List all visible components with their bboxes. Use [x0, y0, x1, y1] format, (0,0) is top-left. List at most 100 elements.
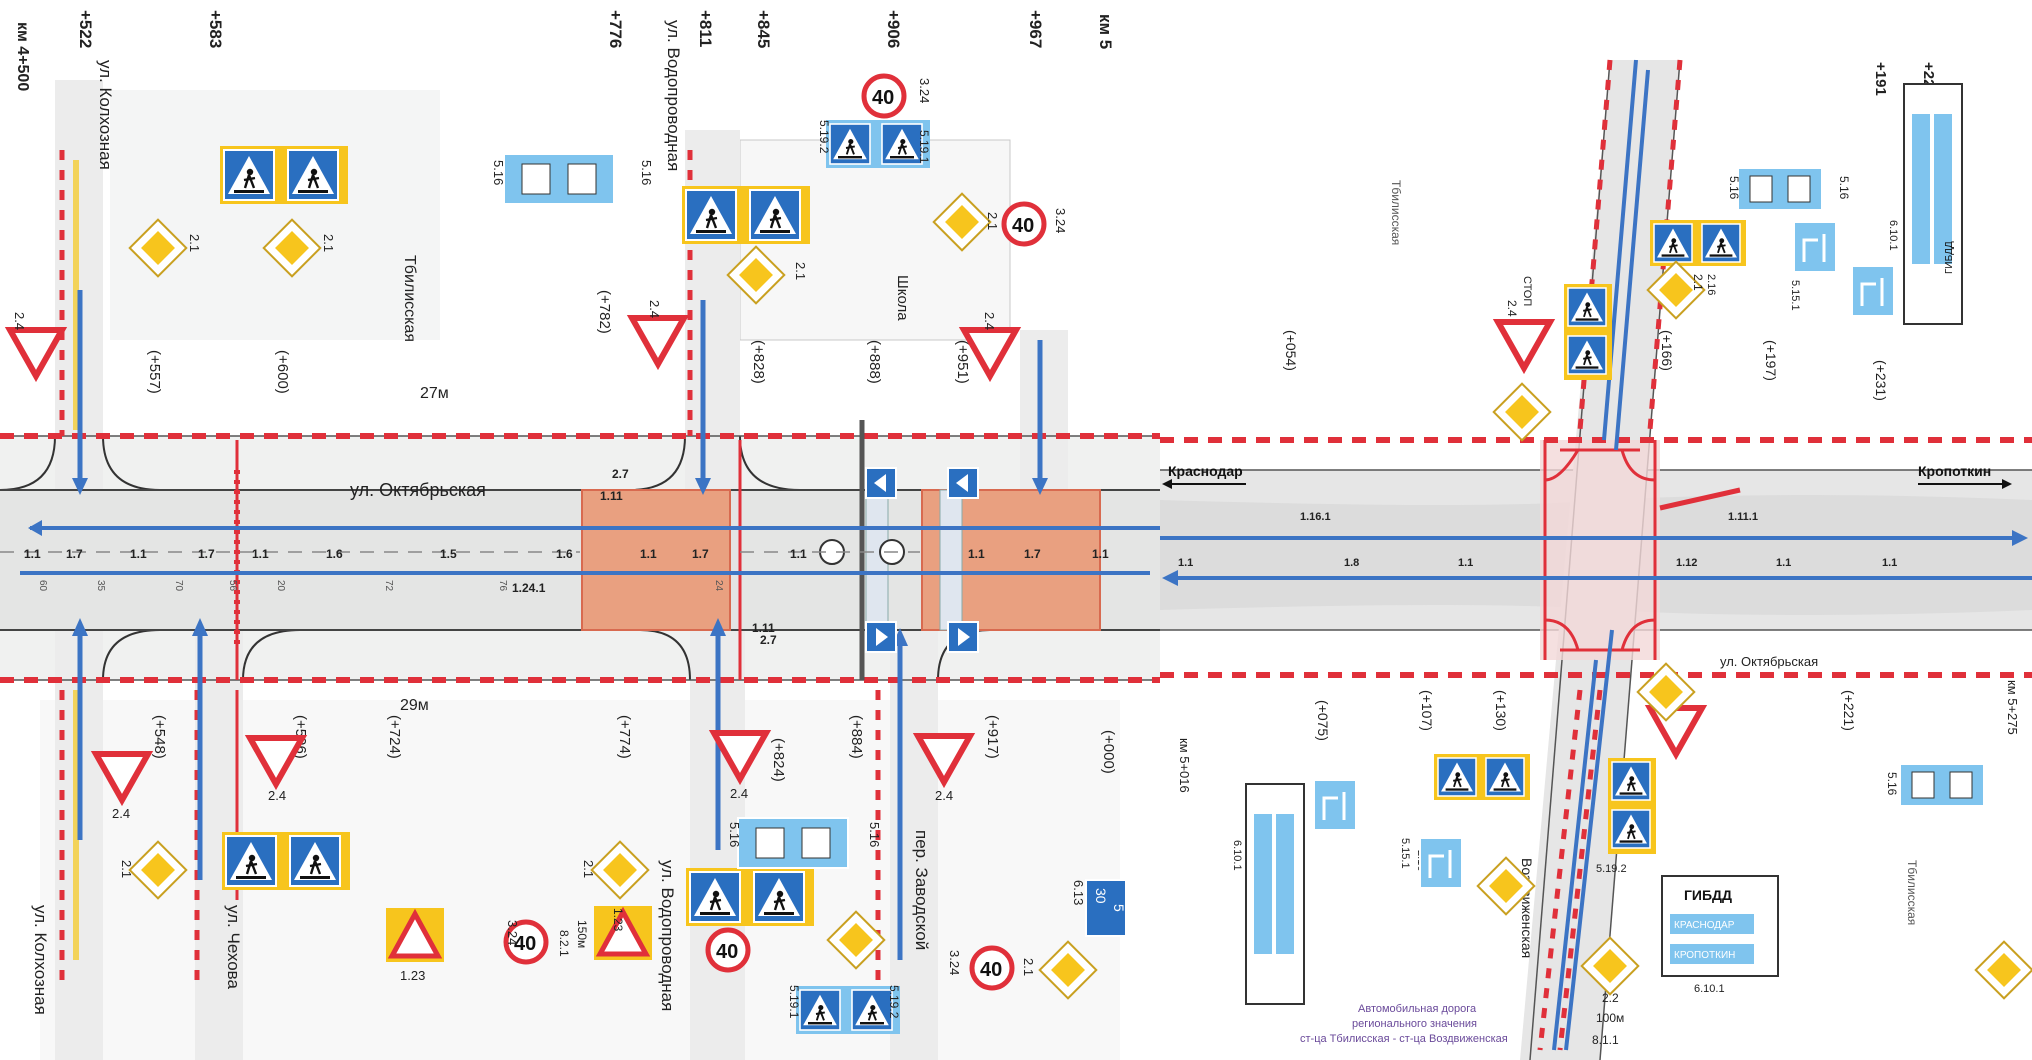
- tick-label: 76: [497, 580, 508, 592]
- pedestrian-crossing-sign: [686, 868, 814, 926]
- svg-text:40: 40: [980, 959, 1002, 981]
- station-label-above: (+231): [1873, 360, 1889, 401]
- marking-label: 1.1: [968, 547, 985, 561]
- main-street-label: ул. Октябрьская: [350, 480, 486, 500]
- lane-direction-sign: [1851, 265, 1895, 317]
- tick-label: 20: [275, 580, 286, 592]
- marking-label: 1.11: [752, 621, 775, 635]
- area-label-tbilisskaya: Тбилисская: [401, 255, 418, 342]
- km-plate: 305: [1085, 879, 1127, 937]
- station-label-top: +906: [884, 10, 903, 48]
- tick-label: 24: [713, 580, 724, 592]
- sign-code-3-24: 3.24: [917, 78, 932, 103]
- sign-code-5-16: 5.16: [491, 160, 506, 185]
- road-title-line-3: ст-ца Тбилисская - ст-ца Воздвиженская: [1300, 1033, 1508, 1045]
- sign-code-2-1: 2.1: [985, 212, 1000, 230]
- sign-code-2-1: 2.1: [1021, 958, 1036, 976]
- sign-code-1-23: 1.23: [611, 908, 625, 932]
- station-label-below: (+774): [616, 715, 633, 759]
- station-label-below: (+824): [770, 738, 787, 782]
- station-label-above: (+828): [750, 340, 767, 384]
- marking-label: 1.1: [24, 547, 41, 561]
- station-label-above: (+888): [866, 340, 883, 384]
- street-kolkhoznaya-bottom: ул. Колхозная: [31, 905, 50, 1015]
- street-chekhova: ул. Чехова: [224, 905, 243, 990]
- tick-label: 56: [227, 580, 238, 592]
- pedestrian-crossing-sign: [1650, 220, 1746, 266]
- marking-label: 1.7: [692, 547, 709, 561]
- sign-code-2-4: 2.4: [982, 312, 997, 330]
- marking-label: 1.1: [252, 547, 269, 561]
- sign-code-6-10-1: 6.10.1: [1231, 840, 1243, 871]
- speed-limit-sign: 40: [1004, 204, 1044, 244]
- tick-label: 70: [173, 580, 184, 592]
- station-label-below: (+107): [1419, 690, 1435, 731]
- svg-text:30: 30: [1093, 888, 1109, 904]
- sign-code-5-19-2: 5.19.2: [817, 120, 831, 154]
- km-start-label: км 4+500: [14, 22, 31, 91]
- svg-text:40: 40: [716, 941, 738, 963]
- sign-code-2-4: 2.4: [1505, 300, 1519, 317]
- station-label-above: (+951): [954, 340, 971, 384]
- stop-sign-text: СТОП: [1521, 276, 1533, 306]
- main-street-label-right: ул. Октябрьская: [1720, 654, 1818, 669]
- sign-code-3-24: 3.24: [947, 950, 962, 975]
- sign-code-2-4: 2.4: [268, 788, 286, 803]
- marking-label: 1.8: [1344, 557, 1359, 569]
- pedestrian-crossing-sign: [222, 832, 350, 890]
- direction-arrow-sign: [947, 621, 979, 653]
- station-label-below: (+884): [848, 715, 865, 759]
- sign-code-5-19-1: 5.19.1: [787, 985, 801, 1019]
- direction-arrow-sign: [865, 621, 897, 653]
- station-label-below: (+548): [151, 715, 168, 759]
- station-label-top: +522: [76, 10, 95, 48]
- sign-code-2-1: 2.1: [119, 860, 134, 878]
- marking-label: 2.7: [760, 633, 777, 647]
- direction-board-sign: [1245, 783, 1305, 1005]
- marking-label: 1.7: [198, 547, 215, 561]
- sign-code-2-1: 2.1: [1691, 274, 1705, 291]
- plate-150m: 150м: [575, 920, 589, 948]
- km-left-label: км 5+016: [1177, 738, 1192, 793]
- pedestrian-crossing-sign: [826, 120, 930, 168]
- marking-label: 2.7: [612, 467, 629, 481]
- sign-code-3-24: 3.24: [1053, 208, 1068, 233]
- station-label-top: +967: [1026, 10, 1045, 48]
- area-label-tbilisskaya: Тбилисская: [1905, 860, 1919, 925]
- lane-direction-sign: [1793, 221, 1837, 273]
- station-label-above: (+782): [596, 290, 613, 334]
- sign-code-5-19-2: 5.19.2: [1596, 863, 1627, 875]
- marking-label: 1.1: [1092, 547, 1109, 561]
- children-warning-sign: [594, 906, 652, 960]
- pedestrian-crossing-sign: [682, 186, 810, 244]
- sign-code-2-2: 2.2: [1602, 991, 1619, 1005]
- station-label-below: (+075): [1315, 700, 1331, 741]
- bus-stop-sign: [503, 153, 615, 205]
- sign-code-6-10-1: 6.10.1: [1887, 220, 1899, 251]
- sign-code-5-16: 5.16: [727, 822, 742, 847]
- sign-code-5-15-1: 5.15.1: [1789, 280, 1801, 311]
- sign-code-5-15-1: 5.15.1: [1399, 838, 1411, 869]
- marking-label: 1.1: [640, 547, 657, 561]
- marking-label: 1.1: [1458, 557, 1473, 569]
- sign-code-8-2-1: 8.2.1: [557, 930, 571, 957]
- marking-label: 1.6: [326, 547, 343, 561]
- pedestrian-crossing-sign: [1434, 754, 1530, 800]
- marking-label: 1.12: [1676, 557, 1697, 569]
- bus-stop-sign: [1737, 167, 1823, 211]
- sign-code-6-13: 6.13: [1071, 880, 1086, 905]
- children-warning-sign: [386, 908, 444, 962]
- station-label-above: (+166): [1659, 330, 1675, 371]
- svg-text:5: 5: [1111, 904, 1127, 912]
- lane-direction-sign: [1313, 779, 1357, 831]
- area-label-tbilisskaya: Тбилисская: [1389, 180, 1403, 245]
- station-label-top: +845: [754, 10, 773, 48]
- marking-label: 1.11: [600, 489, 623, 503]
- marking-label: 1.6: [556, 547, 573, 561]
- sign-code-1-23: 1.23: [400, 968, 425, 983]
- tick-label: 60: [37, 580, 48, 592]
- pedestrian-crossing-sign: [1608, 758, 1656, 854]
- station-label-below: (+917): [984, 715, 1001, 759]
